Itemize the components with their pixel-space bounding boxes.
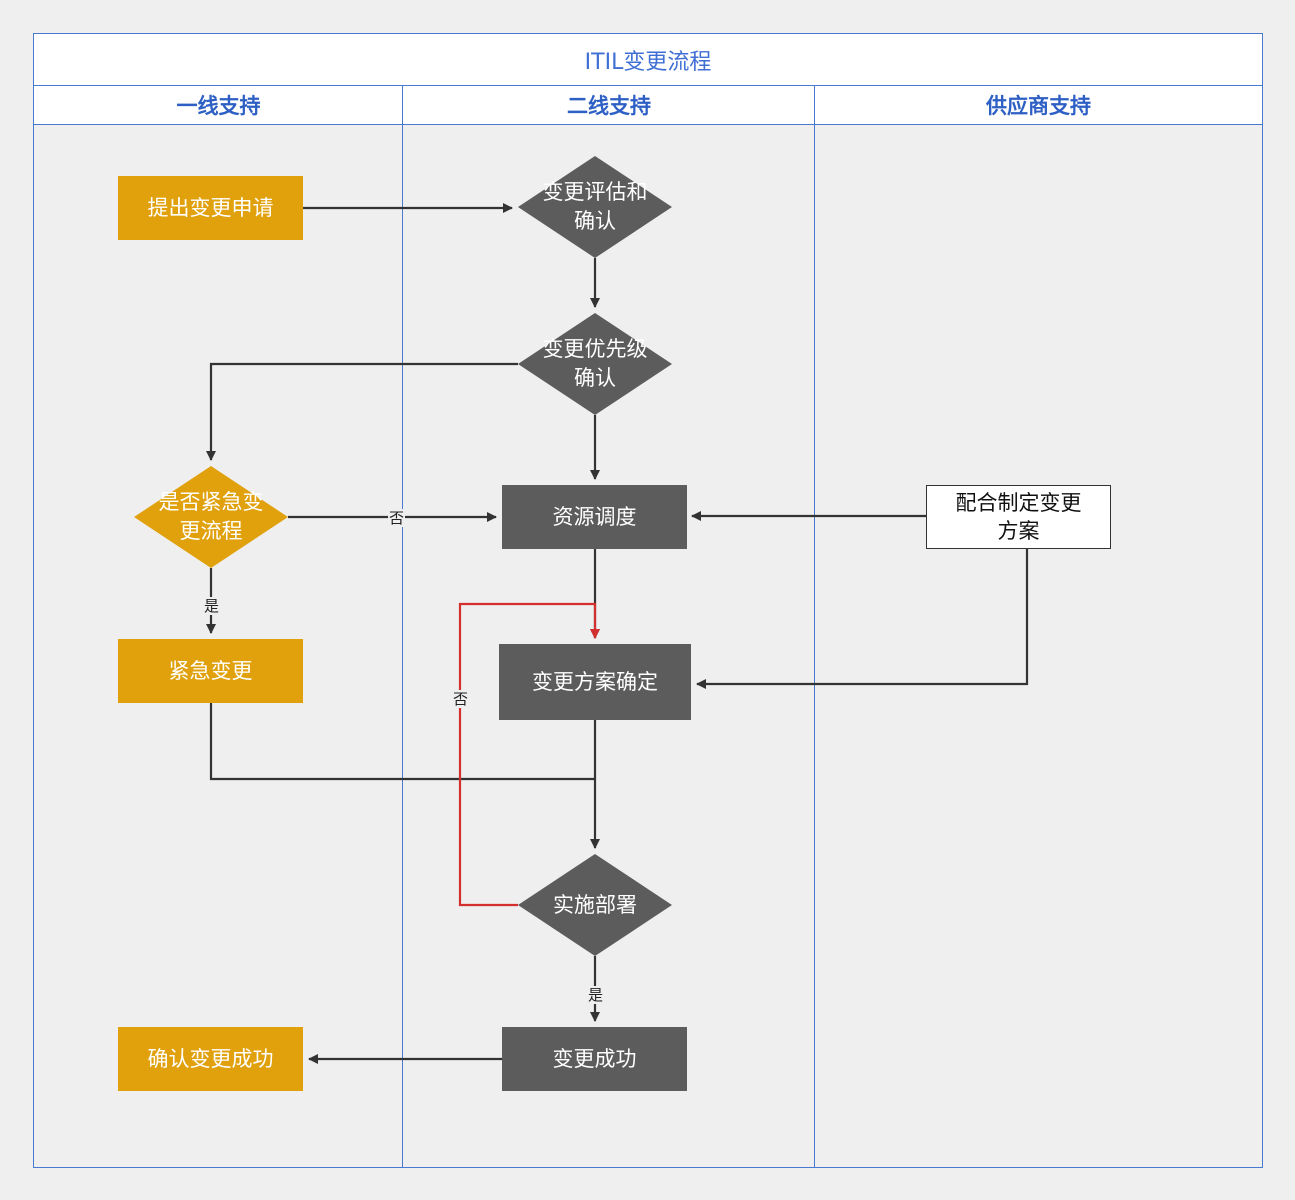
diamond-priority	[518, 313, 672, 415]
node-plan-confirm: 变更方案确定	[499, 644, 691, 720]
node-resource-scheduling: 资源调度	[502, 485, 687, 549]
node-priority-label: 变更优先级 确认	[542, 337, 648, 390]
lane-header-vendor: 供应商支持	[814, 85, 1263, 125]
lane-divider	[402, 85, 403, 1168]
node-deploy-label: 实施部署	[553, 892, 637, 917]
edge-priority-to-urgent-check	[206, 362, 518, 461]
edge-label-deploy-yes: 是	[587, 986, 605, 1004]
lane-divider	[814, 85, 815, 1168]
diamond-deploy	[518, 854, 672, 956]
node-assess-label: 变更评估和 确认	[542, 180, 648, 233]
lane-header-second-line: 二线支持	[402, 85, 816, 125]
diamond-urgent-check	[134, 466, 288, 568]
node-submit-request: 提出变更申请	[118, 176, 303, 240]
node-urgent-check-label: 是否紧急变 更流程	[158, 490, 264, 543]
edge-label-urgent-no: 否	[388, 509, 406, 527]
node-emergency-change: 紧急变更	[118, 639, 303, 703]
edge-deploy-no-retry	[458, 602, 600, 907]
edge-label-urgent-yes: 是	[203, 597, 221, 615]
edge-vendor-to-plan	[696, 548, 1029, 689]
diamond-assess	[518, 156, 672, 258]
node-change-success: 变更成功	[502, 1027, 687, 1091]
node-vendor-plan: 配合制定变更 方案	[926, 485, 1111, 549]
edge-emergency-to-deploy	[209, 703, 595, 781]
edge-label-deploy-no: 否	[452, 690, 470, 708]
node-confirm-success: 确认变更成功	[118, 1027, 303, 1091]
lane-header-first-line: 一线支持	[33, 85, 404, 125]
